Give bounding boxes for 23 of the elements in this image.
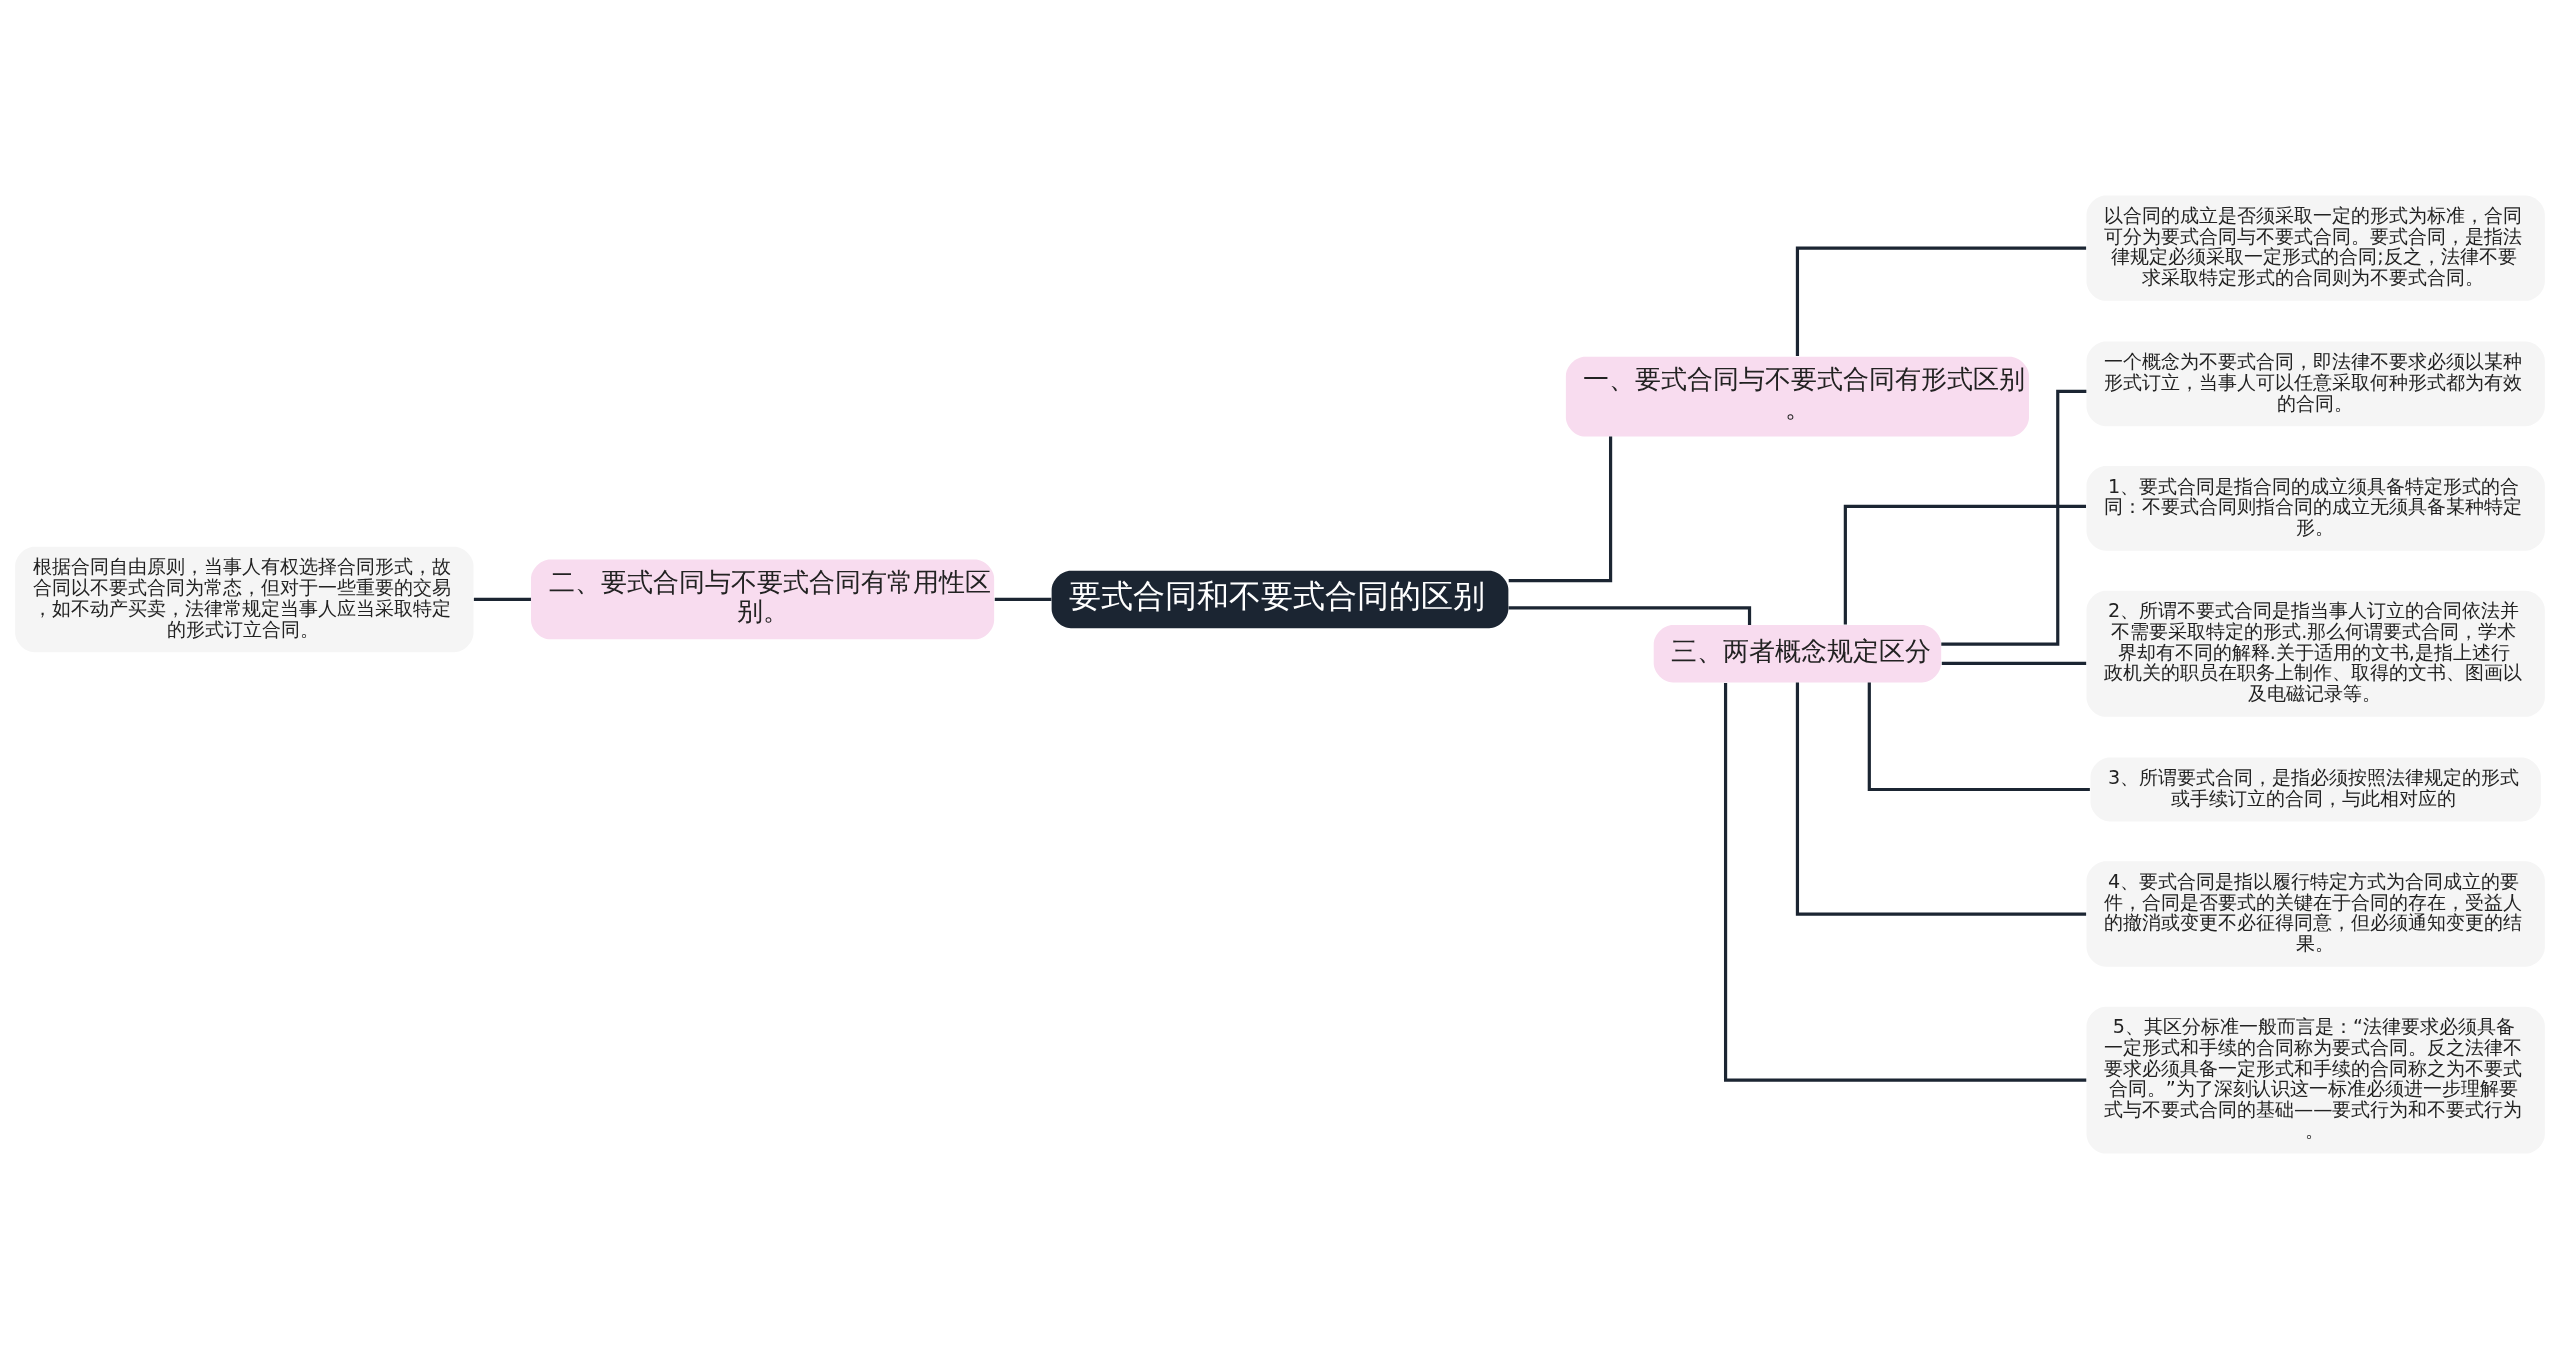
node-box: 二、要式合同与不要式合同有常用性区别。 bbox=[531, 559, 995, 640]
connector bbox=[994, 597, 1052, 602]
connector bbox=[1723, 683, 2087, 1082]
node-box: 三、两者概念规定区分 bbox=[1653, 625, 1942, 683]
connector bbox=[473, 597, 531, 602]
connector bbox=[1508, 436, 1613, 583]
node-box: 5、其区分标准一般而言是：“法律要求必须具备一定形式和手续的合同称为要式合同。反之法律不要求必须具备一定形式和手续的合同称之为不要式合同。”为了深刻认识这一标准必须进一步理解要式与不要式合同的基础——要式行为和不要式行为。 bbox=[2086, 1006, 2545, 1154]
node-box: 根据合同自由原则，当事人有权选择合同形式，故合同以不要式合同为常态，但对于一些重要的交易，如不动产买卖，法律常规定当事人应当采取特定的形式订立合同。 bbox=[15, 546, 474, 653]
connector bbox=[1867, 682, 2090, 792]
connector bbox=[1941, 661, 2087, 665]
connector bbox=[1795, 682, 2087, 916]
node-box: 4、要式合同是指以履行特定方式为合同成立的要件，合同是否要式的关键在于合同的存在，受益人的撤消或变更不必征得同意，但必须通知变更的结果。 bbox=[2086, 861, 2545, 967]
node-box: 要式合同和不要式合同的区别 bbox=[1051, 570, 1509, 629]
node-box: 以合同的成立是否须采取一定的形式为标准，合同可分为要式合同与不要式合同。要式合同，是指法律规定必须采取一定形式的合同;反之，法律不要求采取特定形式的合同则为不要式合同。 bbox=[2086, 195, 2545, 301]
node-box: 2、所谓不要式合同是指当事人订立的合同依法并不需要采取特定的形式.那么何谓要式合同，学术界却有不同的解释.关于适用的文书,是指上述行政机关的职员在职务上制作、取得的文书、图画以及电磁记录等。 bbox=[2086, 590, 2545, 717]
node-box: 3、所谓要式合同，是指必须按照法律规定的形式或手续订立的合同，与此相对应的 bbox=[2090, 757, 2541, 822]
connector bbox=[1508, 606, 1752, 625]
connector bbox=[1941, 389, 2087, 646]
node-box: 一、要式合同与不要式合同有形式区别。 bbox=[1565, 356, 2029, 437]
node-box: 一个概念为不要式合同，即法律不要求必须以某种形式订立，当事人可以任意采取何种形式都为有效的合同。 bbox=[2086, 341, 2545, 427]
node-box: 1、要式合同是指合同的成立须具备特定形式的合同：不要式合同则指合同的成立无须具备某种特定形。 bbox=[2086, 466, 2545, 551]
connector bbox=[1795, 246, 2087, 357]
connector bbox=[1843, 504, 2087, 625]
